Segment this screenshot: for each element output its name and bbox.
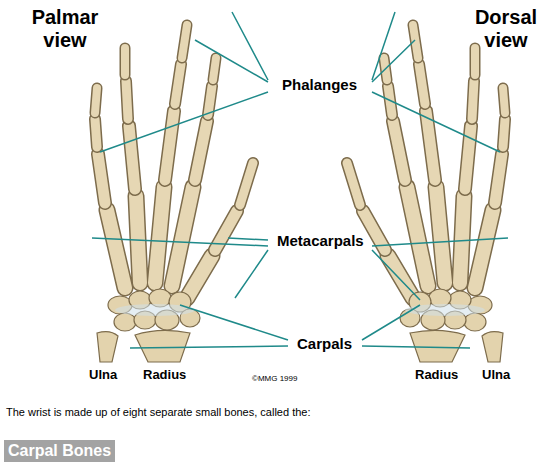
- bone-label: Radius: [415, 368, 458, 383]
- palmar-hand: [95, 25, 253, 362]
- leader-lines: [92, 12, 508, 348]
- heading-band: Carpal Bones: [4, 440, 115, 462]
- part-label: Phalanges: [282, 76, 357, 93]
- view-heading: Palmar view: [25, 6, 105, 52]
- part-label: Metacarpals: [277, 232, 364, 249]
- band-text: Carpal Bones: [8, 442, 111, 459]
- dorsal-hand: [347, 25, 505, 362]
- bone-label: Ulna: [482, 368, 510, 383]
- bone-label: Radius: [143, 368, 186, 383]
- copyright-note: ©MMG 1999: [252, 374, 297, 383]
- bone-label: Ulna: [89, 368, 117, 383]
- view-heading: Dorsal view: [466, 6, 546, 52]
- description-text: The wrist is made up of eight separate s…: [6, 406, 311, 419]
- part-label: Carpals: [297, 335, 352, 352]
